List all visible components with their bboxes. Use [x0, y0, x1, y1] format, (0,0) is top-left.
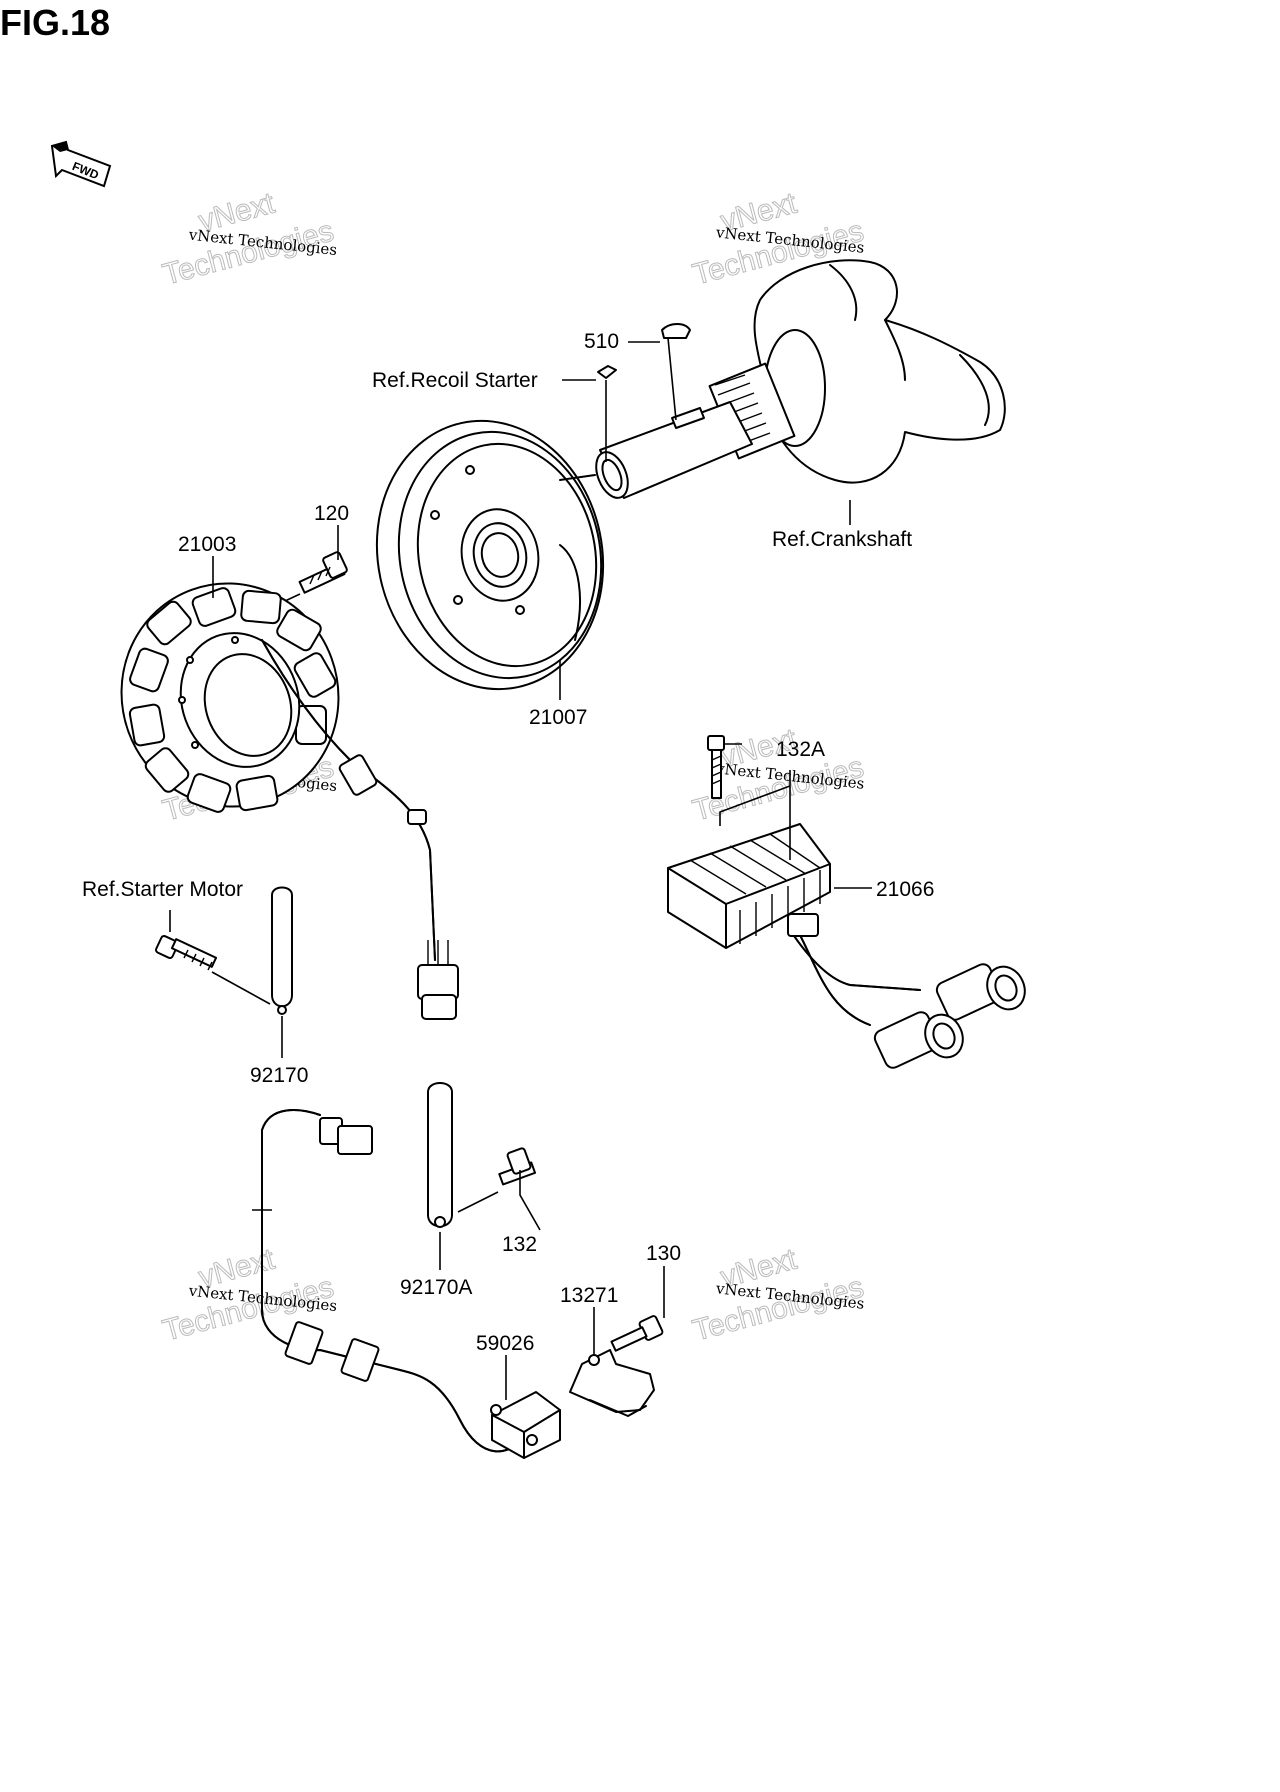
fwd-arrow-icon: FWD [50, 140, 112, 188]
watermark-bottom-right: vNext Technologies vNext Technologies [689, 1242, 868, 1348]
flywheel-21007-part[interactable] [352, 400, 627, 711]
label-ref-recoil-starter: Ref.Recoil Starter [372, 369, 538, 392]
bolt-132-part[interactable] [457, 1147, 541, 1231]
figure-title: FIG.18 [0, 2, 111, 43]
crankshaft-part[interactable] [590, 259, 1006, 502]
regulator-21066-part[interactable] [667, 823, 1032, 1070]
label-132a: 132A [776, 738, 825, 761]
label-92170: 92170 [250, 1064, 308, 1087]
stator-21003-part[interactable] [90, 553, 459, 1020]
watermark-top-left: vNext Technologies vNext Technologies [159, 186, 338, 292]
starter-motor-bolt-part[interactable] [155, 910, 271, 1005]
ground-strap-92170-part[interactable] [271, 886, 293, 1059]
bolt-120-part[interactable] [269, 525, 348, 609]
ground-strap-92170a-part[interactable] [427, 1082, 453, 1270]
label-132: 132 [502, 1233, 537, 1256]
label-21066: 21066 [876, 878, 934, 901]
label-92170a: 92170A [400, 1276, 472, 1299]
label-21003: 21003 [178, 533, 236, 556]
bolt-132a-part[interactable] [707, 735, 791, 860]
key-510-part[interactable] [661, 323, 691, 421]
label-120: 120 [314, 502, 349, 525]
wire-harness-part[interactable] [252, 1109, 531, 1453]
recoil-starter-key-part[interactable] [597, 365, 617, 462]
label-ref-starter-motor: Ref.Starter Motor [82, 878, 243, 901]
label-510: 510 [584, 330, 619, 353]
bolt-130-part[interactable] [610, 1266, 665, 1352]
label-130: 130 [646, 1242, 681, 1265]
label-ref-crankshaft: Ref.Crankshaft [772, 528, 912, 551]
label-59026: 59026 [476, 1332, 534, 1355]
label-21007: 21007 [529, 706, 587, 729]
sensor-59026-part[interactable] [490, 1355, 561, 1459]
bracket-13271-part[interactable] [569, 1307, 655, 1417]
label-13271: 13271 [560, 1284, 618, 1307]
